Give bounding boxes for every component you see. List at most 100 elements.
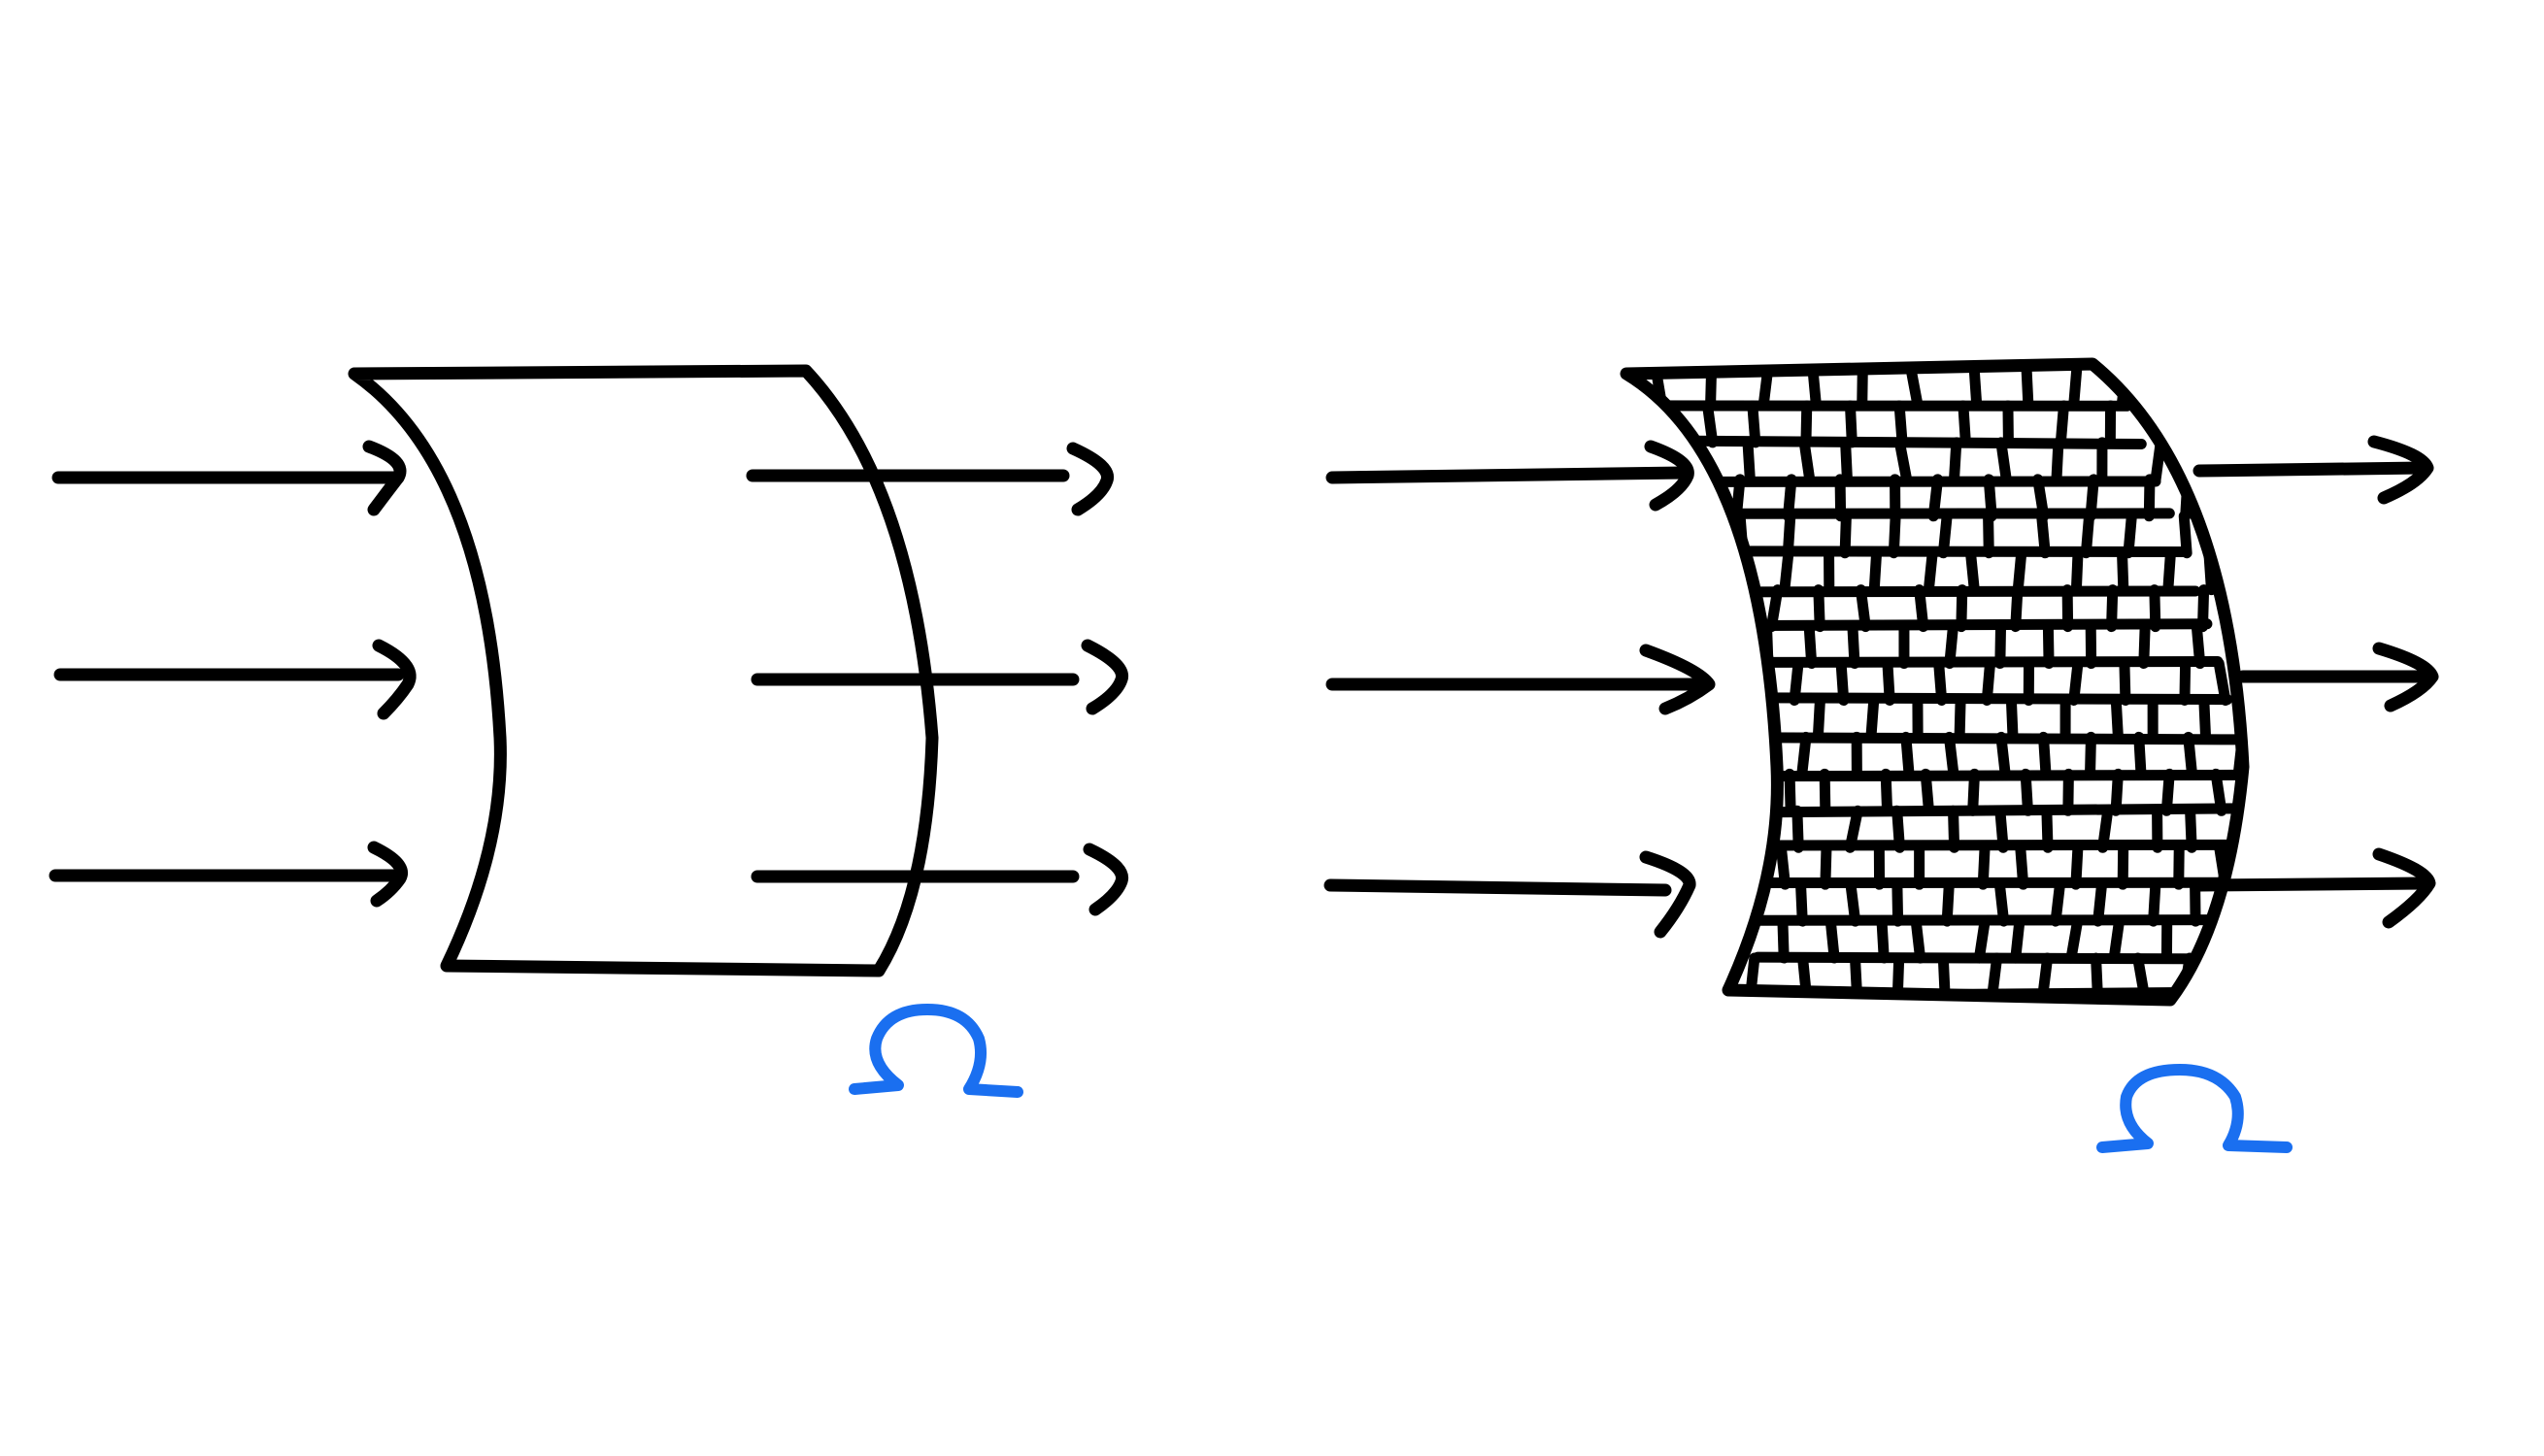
mesh-line <box>2185 805 2197 853</box>
mesh-line <box>1600 369 1602 406</box>
incoming-arrow <box>1323 850 1696 939</box>
mesh-line <box>1719 547 1731 596</box>
mesh-line <box>1733 655 2224 668</box>
mesh-line <box>1933 658 1948 706</box>
mesh-line <box>1751 731 1764 779</box>
mesh-line <box>1927 474 1944 522</box>
mesh-line <box>1765 584 1784 633</box>
mesh-line <box>1775 842 1791 890</box>
mesh-line <box>1956 584 1968 633</box>
mesh-line <box>1820 842 1832 890</box>
outgoing-arrow <box>746 442 1114 516</box>
mesh-line <box>1813 584 1825 633</box>
mesh-line <box>2091 952 2103 1000</box>
incoming-arrow <box>49 841 408 908</box>
left-incoming-arrows <box>49 440 417 908</box>
mesh-line <box>1800 400 1813 448</box>
mesh-line <box>1779 547 1794 596</box>
mesh-line <box>1977 842 1991 890</box>
left-outgoing-arrows <box>746 442 1129 916</box>
mesh-line <box>2097 805 2114 853</box>
mesh-line <box>1880 768 1893 816</box>
mesh-line <box>2037 952 2054 1000</box>
mesh-line <box>2315 774 2321 811</box>
mesh-line <box>2050 878 2065 927</box>
mesh-line <box>2010 915 2025 964</box>
incoming-arrow <box>1325 644 1716 715</box>
outgoing-arrow <box>2236 642 2439 712</box>
mesh-line <box>1954 694 1966 743</box>
mesh-line <box>1742 437 1756 485</box>
mesh-line <box>1993 878 2010 927</box>
mesh-line <box>1983 474 1997 522</box>
mesh-line <box>2119 658 2131 706</box>
mesh-line <box>2198 694 2212 743</box>
mesh-line <box>1782 511 1796 559</box>
mesh-line <box>2210 768 2227 816</box>
incoming-arrow <box>53 639 417 720</box>
mesh-line <box>2036 511 2051 559</box>
mesh-line <box>2304 811 2305 847</box>
mesh-line <box>1910 915 1926 964</box>
mesh-line <box>2038 731 2052 779</box>
mesh-line <box>1791 805 1804 853</box>
mesh-line <box>2080 511 2095 559</box>
right-outgoing-arrows <box>2193 435 2439 929</box>
mesh-line <box>2010 584 2024 633</box>
mesh-line <box>1783 474 1797 522</box>
mesh-line <box>2012 547 2027 596</box>
omega-icon <box>2096 1064 2293 1153</box>
mesh-line <box>1973 915 1991 964</box>
mesh-line <box>1844 805 1863 853</box>
mesh-line <box>2251 700 2252 737</box>
mesh-line <box>2216 400 2228 448</box>
mesh-line <box>1798 437 1816 485</box>
mesh-line <box>2065 915 2084 964</box>
mesh-line <box>1941 878 1955 927</box>
mesh-line <box>2162 547 2176 596</box>
mesh-line <box>1987 952 2003 1000</box>
mesh-line <box>2132 952 2150 1000</box>
mesh-line <box>2110 694 2124 743</box>
mesh-line <box>2015 842 2029 890</box>
mesh-line <box>2178 511 2193 559</box>
mesh-line <box>1702 400 1719 448</box>
mesh-line <box>2291 958 2294 995</box>
mesh-line <box>2191 621 2206 670</box>
mesh-line <box>2143 474 2156 522</box>
mesh-line <box>2092 878 2108 927</box>
mesh-line <box>2042 621 2055 670</box>
mesh-line <box>1914 584 1929 633</box>
mesh-line <box>2308 921 2313 958</box>
mesh-line <box>2133 731 2147 779</box>
mesh-line <box>1642 400 1656 448</box>
right-incoming-arrows <box>1323 440 1716 939</box>
mesh-line <box>1743 658 1756 706</box>
incoming-arrow <box>1325 440 1694 512</box>
mesh-line <box>2085 474 2099 522</box>
mesh-line <box>1834 474 1847 522</box>
mesh-line <box>2197 584 2210 633</box>
mesh-line <box>1891 878 1904 927</box>
mesh-line <box>1994 621 2007 670</box>
mesh-line <box>1855 584 1871 633</box>
mesh-line <box>1958 400 1971 448</box>
mesh-line <box>1680 511 1692 559</box>
curved-surface-outline <box>348 364 939 977</box>
mesh-line <box>1803 621 1818 670</box>
mesh-line <box>1839 511 1852 559</box>
mesh-line <box>1795 878 1808 927</box>
mesh-line <box>2160 768 2175 816</box>
mesh-line <box>2068 658 2084 706</box>
mesh-line <box>2148 878 2161 927</box>
mesh-line <box>2261 553 2262 590</box>
incoming-arrow <box>51 440 407 516</box>
mesh-line <box>1900 731 1915 779</box>
mesh-line <box>2032 474 2050 522</box>
mesh-line <box>1876 915 1890 964</box>
mesh-line <box>1965 547 1980 596</box>
mesh-line <box>1784 768 1796 816</box>
mesh-line <box>2070 842 2084 890</box>
mesh-line <box>1824 915 1840 964</box>
mesh-line <box>1949 437 1962 485</box>
